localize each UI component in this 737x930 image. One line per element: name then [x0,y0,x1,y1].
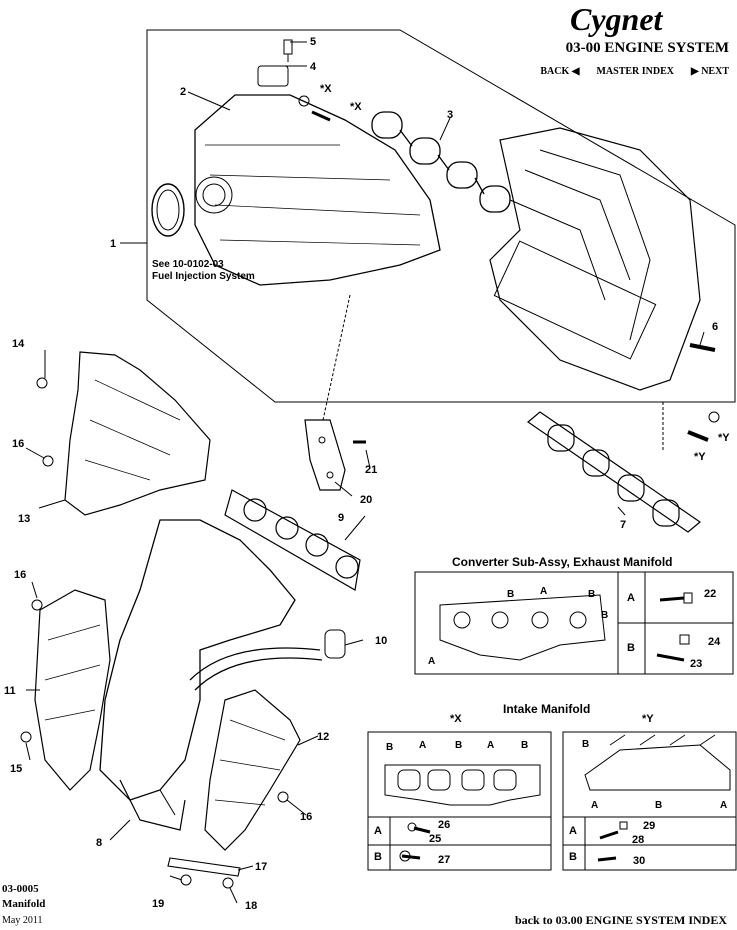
intake-x-part-25: 25 [429,833,441,845]
intake-y-part-29: 29 [643,820,655,832]
converter-label-a-1: A [428,656,435,667]
intake-y-row-key-b: B [569,851,577,863]
intake-x-label-a-1: A [419,740,426,751]
callout-14: 14 [12,338,25,350]
callout-8: 8 [96,837,102,849]
callout-x-2: *X [350,101,362,113]
intake-gasket-3 [371,111,511,213]
converter-part-23: 23 [690,658,702,670]
logo-text: Cygnet [570,2,664,37]
page-title: 03-00 ENGINE SYSTEM [565,40,729,56]
next-link[interactable]: ▶ NEXT [691,66,729,77]
callout-16-c: 16 [300,811,312,823]
callout-5: 5 [310,36,316,48]
manifold-gasket-9 [224,489,361,591]
intake-x-label-a-2: A [487,740,494,751]
converter-label-b-1: B [507,589,514,600]
converter-part-22: 22 [704,588,716,600]
nav-bar: BACK ◀ MASTER INDEX ▶ NEXT [540,66,729,77]
intake-y-marker: *Y [642,713,654,725]
intake-x-row-key-b: B [374,851,382,863]
callout-labels: 1 2 3 4 5 *X *X 6 7 *Y *Y 8 9 10 11 12 1… [4,36,730,912]
converter-row-key-b: B [627,642,635,654]
callout-3: 3 [447,109,453,121]
intake-y-label-b-2: B [655,800,662,811]
intake-y-part-28: 28 [632,834,644,846]
converter-label-b-2: B [588,589,595,600]
intake-detail-box-x [367,731,552,871]
callout-12: 12 [317,731,329,743]
callout-4: 4 [310,61,317,73]
callout-16-b: 16 [14,569,26,581]
intake-x-label-b-3: B [521,740,528,751]
converter-label-a-2: A [540,586,547,597]
callout-21: 21 [365,464,377,476]
exhaust-gasket-7 [527,411,701,533]
callout-1: 1 [110,238,116,250]
callout-y-2: *Y [694,451,706,463]
converter-box-title: Converter Sub-Assy, Exhaust Manifold [452,555,673,569]
heat-insulator-11 [34,589,111,791]
intake-box-title: Intake Manifold [503,702,591,716]
footer-doc-id: 03-0005 Manifold [2,882,45,912]
callout-16-a: 16 [12,438,24,450]
callout-10: 10 [375,635,387,647]
intake-x-row-key-a: A [374,825,382,837]
fuel-injection-note: See 10-0102-03 Fuel Injection System [152,259,255,283]
callout-13: 13 [18,513,30,525]
back-arrow-icon: ◀ [571,66,580,77]
heat-insulator-13 [64,351,211,516]
intake-y-row-key-a: A [569,825,577,837]
exhaust-manifold-converter [99,519,296,801]
bracket-20-shape [304,419,346,491]
footer-name: Manifold [2,898,46,910]
intake-x-label-b-1: B [386,742,393,753]
callout-2: 2 [180,86,186,98]
note-line-1: See 10-0102-03 [152,259,224,270]
intake-x-marker: *X [450,713,462,725]
callout-7: 7 [620,519,626,531]
callout-18: 18 [245,900,257,912]
callout-6: 6 [712,321,718,333]
heat-insulator-12 [204,689,301,851]
back-link[interactable]: BACK ◀ [540,66,580,77]
intake-x-label-b-2: B [455,740,462,751]
footer-code: 03-0005 [2,883,39,895]
intake-group-frame [146,29,736,403]
callout-y-1: *Y [718,432,730,444]
back-to-index-link[interactable]: back to 03.00 ENGINE SYSTEM INDEX [514,913,727,927]
footer-date: May 2011 [2,915,43,926]
intake-y-label-a-2: A [720,800,727,811]
next-arrow-icon: ▶ [691,66,699,77]
callout-17: 17 [255,861,267,873]
note-line-2: Fuel Injection System [152,271,255,282]
converter-row-key-a: A [627,592,635,604]
master-index-link[interactable]: MASTER INDEX [596,66,674,77]
intake-y-part-30: 30 [633,855,645,867]
callout-9: 9 [338,512,344,524]
converter-label-b-3: B [601,610,608,621]
callout-15: 15 [10,763,22,775]
intake-runners-shape [489,127,701,391]
intake-x-part-27: 27 [438,854,450,866]
intake-y-label-b-1: B [582,739,589,750]
intake-manifold-shape [194,94,441,286]
cygnet-logo: Cygnet [570,2,664,37]
callout-20: 20 [360,494,372,506]
callout-x-1: *X [320,83,332,95]
converter-part-24: 24 [708,636,721,648]
intake-y-label-a-1: A [591,800,598,811]
intake-x-part-26: 26 [438,819,450,831]
intake-detail-box-y [562,731,737,871]
callout-19: 19 [152,898,164,910]
callout-11: 11 [4,685,16,697]
